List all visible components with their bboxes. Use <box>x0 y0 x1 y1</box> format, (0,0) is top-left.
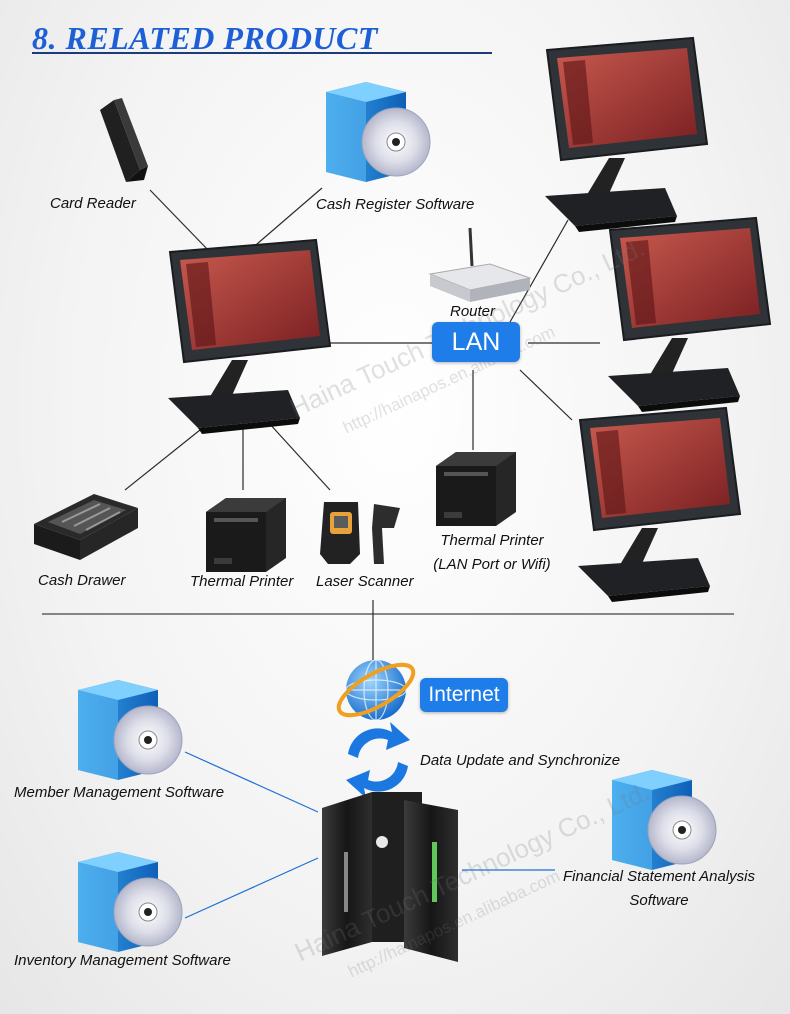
sync-arrows-icon <box>346 722 410 798</box>
label-laser-scanner: Laser Scanner <box>316 573 414 590</box>
server-icon <box>322 792 458 962</box>
label-thermal-printer-lan: Thermal Printer <box>440 532 544 549</box>
label-card-reader: Card Reader <box>50 195 136 212</box>
router-icon <box>428 227 532 302</box>
pos-terminal-icon <box>577 407 741 603</box>
page-title: 8. RELATED PRODUCT <box>32 20 378 56</box>
thermal-printer-icon <box>436 452 516 526</box>
internet-badge: Internet <box>420 678 508 712</box>
label-member-software: Member Management Software <box>14 784 225 801</box>
card-reader-icon <box>100 98 148 182</box>
pos-terminal-icon <box>544 37 708 233</box>
label-inventory-software: Inventory Management Software <box>14 952 231 969</box>
title-underline <box>32 52 492 54</box>
label-cash-drawer: Cash Drawer <box>38 572 126 589</box>
connection-lines <box>42 187 734 919</box>
label-data-sync: Data Update and Synchronize <box>420 752 621 769</box>
label-thermal-printer: Thermal Printer <box>190 573 294 590</box>
software-box-icon <box>77 851 183 953</box>
barcode-scanner-icon <box>320 502 400 564</box>
thermal-printer-icon <box>206 498 286 572</box>
globe-icon <box>336 659 416 721</box>
label-financial-software-line2: Software <box>629 892 689 909</box>
lan-badge: LAN <box>432 322 520 362</box>
label-financial-software: Financial Statement Analysis <box>562 868 756 885</box>
cash-drawer-icon <box>34 494 138 560</box>
label-router: Router <box>450 303 496 320</box>
software-box-icon <box>325 81 431 183</box>
label-cash-register-software: Cash Register Software <box>316 196 475 213</box>
software-box-icon <box>77 679 183 781</box>
label-thermal-printer-lan-port: (LAN Port or Wifi) <box>433 556 551 573</box>
